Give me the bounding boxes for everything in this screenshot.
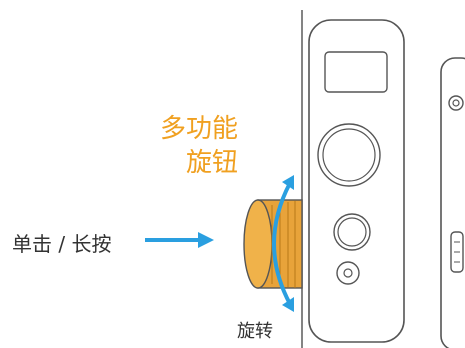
- rotary-knob: [243, 199, 303, 289]
- click-arrow: [145, 232, 214, 248]
- title-line-1: 多功能: [159, 114, 238, 144]
- remote-side-view: [440, 57, 465, 348]
- rotate-label: 旋转: [237, 321, 273, 342]
- click-label: 单击 / 长按: [12, 232, 112, 256]
- rotate-arrow: [272, 175, 294, 312]
- title-line-2: 旋钮: [185, 148, 238, 178]
- remote-front-view: [308, 19, 405, 343]
